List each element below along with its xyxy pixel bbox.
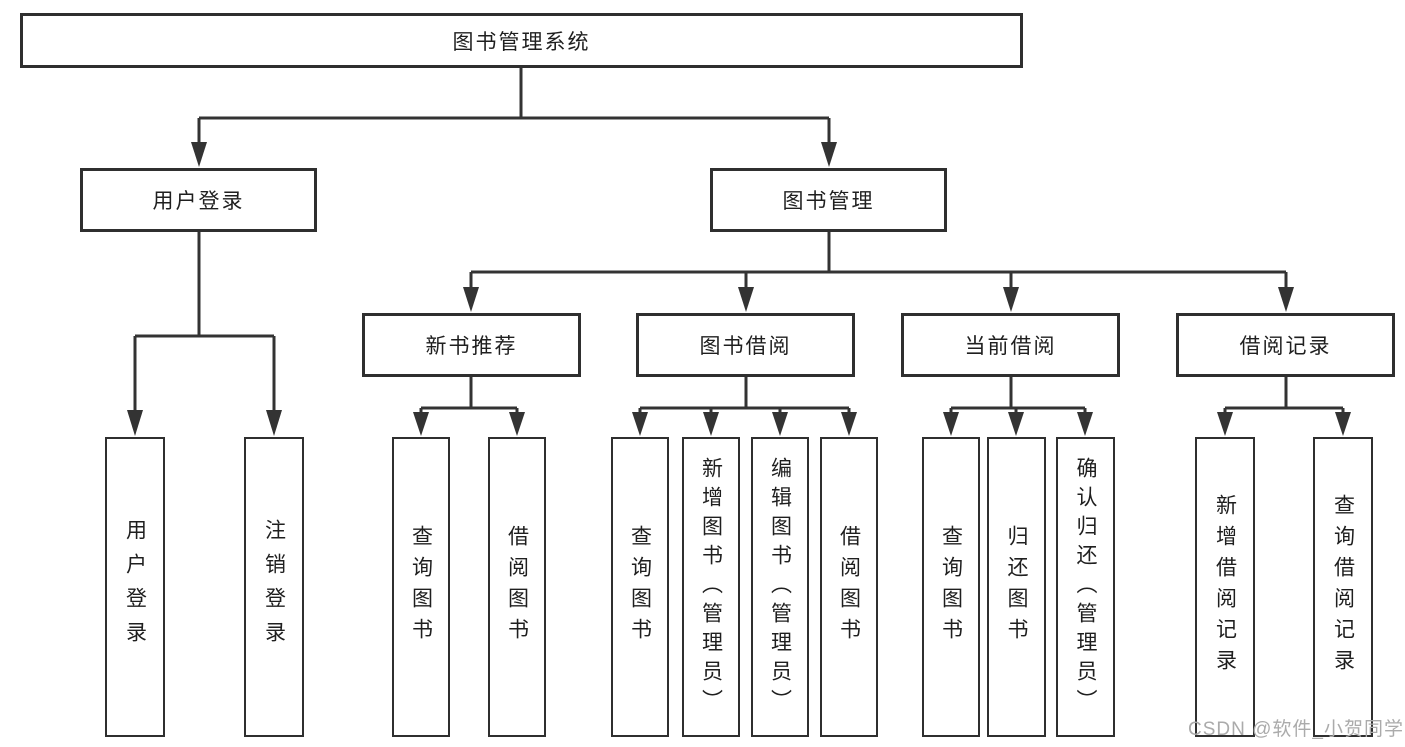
node-library-system-label: 图书管理系统 xyxy=(452,30,591,54)
node-library-system: 图书管理系统 xyxy=(20,13,1023,68)
node-add-borrow-record-label: 新增借阅记录 xyxy=(1213,494,1237,680)
arrowheads xyxy=(127,142,1351,436)
node-book-borrow: 图书借阅 xyxy=(636,313,855,377)
node-logout: 注销登录 xyxy=(244,437,304,737)
node-query-borrow-record-label: 查询借阅记录 xyxy=(1331,494,1355,680)
node-add-borrow-record: 新增借阅记录 xyxy=(1195,437,1255,737)
node-query-books-borrow-label: 查询图书 xyxy=(628,525,652,649)
node-login-label: 用户登录 xyxy=(123,519,147,655)
node-borrow-books: 借阅图书 xyxy=(820,437,878,737)
node-current-borrow: 当前借阅 xyxy=(901,313,1120,377)
node-user-login-label: 用户登录 xyxy=(152,190,245,213)
node-return-books: 归还图书 xyxy=(987,437,1046,737)
node-current-borrow-label: 当前借阅 xyxy=(964,335,1057,358)
node-query-books-recommend: 查询图书 xyxy=(392,437,450,737)
node-add-books-admin-label: 新增图书（管理员） xyxy=(699,456,723,718)
node-query-books-current-label: 查询图书 xyxy=(939,525,963,649)
node-borrow-books-recommend: 借阅图书 xyxy=(488,437,546,737)
node-confirm-return-admin-label: 确认归还（管理员） xyxy=(1074,456,1097,718)
node-query-books-borrow: 查询图书 xyxy=(611,437,669,737)
node-borrow-books-label: 借阅图书 xyxy=(837,525,861,649)
node-edit-books-admin: 编辑图书（管理员） xyxy=(751,437,809,737)
node-query-books-recommend-label: 查询图书 xyxy=(409,525,433,649)
node-borrow-records: 借阅记录 xyxy=(1176,313,1395,377)
tree-edges xyxy=(133,68,1345,414)
node-new-book-recommend: 新书推荐 xyxy=(362,313,581,377)
node-user-login: 用户登录 xyxy=(80,168,317,232)
node-return-books-label: 归还图书 xyxy=(1005,525,1028,649)
node-book-management: 图书管理 xyxy=(710,168,947,232)
node-add-books-admin: 新增图书（管理员） xyxy=(682,437,740,737)
node-query-books-current: 查询图书 xyxy=(922,437,980,737)
node-borrow-records-label: 借阅记录 xyxy=(1239,335,1332,358)
node-confirm-return-admin: 确认归还（管理员） xyxy=(1056,437,1115,737)
node-book-management-label: 图书管理 xyxy=(782,190,875,213)
node-logout-label: 注销登录 xyxy=(262,519,286,655)
csdn-watermark: CSDN @软件_小贺同学 xyxy=(1188,719,1404,740)
node-book-borrow-label: 图书借阅 xyxy=(699,335,792,358)
node-new-book-recommend-label: 新书推荐 xyxy=(425,335,518,358)
node-query-borrow-record: 查询借阅记录 xyxy=(1313,437,1373,737)
node-login: 用户登录 xyxy=(105,437,165,737)
node-borrow-books-recommend-label: 借阅图书 xyxy=(505,525,529,649)
node-edit-books-admin-label: 编辑图书（管理员） xyxy=(768,456,792,718)
